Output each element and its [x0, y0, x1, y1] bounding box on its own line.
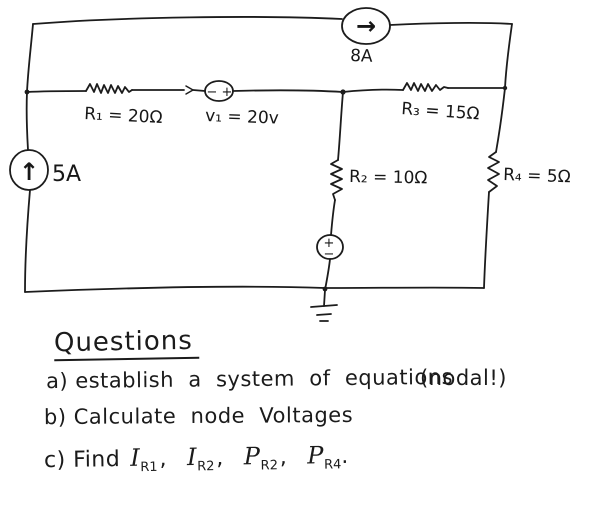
current-source-8a: → [341, 7, 391, 45]
junction-dot [502, 85, 508, 91]
resistor-r4 [487, 151, 500, 193]
arrow-up-icon: ↑ [19, 158, 39, 186]
current-source-5a: ↑ [9, 149, 49, 191]
wire-arrow-mark [185, 85, 194, 95]
ground-icon [310, 304, 338, 322]
wire-middle-node [26, 85, 506, 95]
junction-dot [340, 89, 346, 95]
resistor-r1 [85, 83, 133, 94]
label-8a: 8A [350, 46, 374, 67]
minus-mark: − [324, 247, 335, 262]
junction-dot [24, 89, 30, 95]
plus-mark: + [324, 236, 335, 251]
wire-bottom [24, 285, 485, 293]
label-v1: v₁ = 20v [205, 106, 279, 129]
label-5a: 5A [52, 162, 81, 187]
wire-top [32, 16, 513, 26]
resistor-r2 [330, 159, 343, 201]
label-r2: R₂ = 10Ω [349, 167, 428, 188]
resistor-r3 [402, 82, 449, 92]
arrow-right-icon: → [356, 12, 376, 40]
voltage-source-v1: − + [204, 80, 234, 102]
label-r4: R₄ = 5Ω [503, 165, 571, 187]
wire-right [483, 23, 513, 289]
v1-minus-mark: − [207, 85, 218, 100]
label-r3: R₃ = 15Ω [401, 99, 481, 124]
junction-dot [322, 286, 328, 292]
wire-middle-branch [323, 91, 344, 307]
label-r1: R₁ = 20Ω [84, 104, 163, 128]
wire-left [24, 23, 34, 293]
v1-plus-mark: + [222, 85, 233, 100]
voltage-source-bottom: + − [316, 234, 344, 262]
